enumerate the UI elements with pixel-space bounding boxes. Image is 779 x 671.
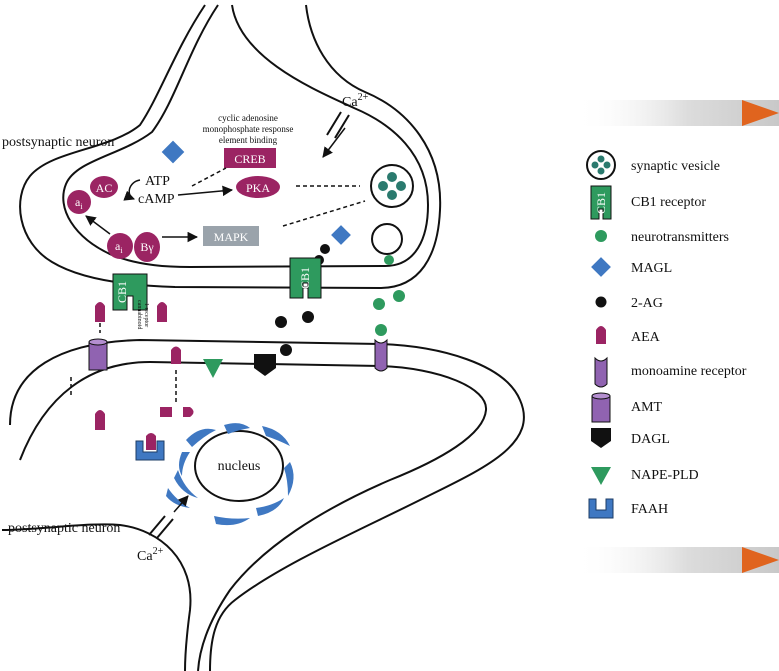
bottom-calcium-label: Ca2+ <box>137 546 164 564</box>
neurotransmitter <box>373 298 385 310</box>
neurotransmitter-release <box>384 255 394 265</box>
faah-enzyme <box>135 433 165 461</box>
magl-icon <box>161 140 185 164</box>
svg-text:CB1: CB1 <box>115 281 129 303</box>
two-ag-icon <box>595 296 607 308</box>
svg-text:CB1: CB1 <box>594 192 608 214</box>
top-calcium-label: Ca2+ <box>342 92 369 110</box>
aea-molecule <box>171 346 181 364</box>
mapk-label: MAPK <box>214 230 249 244</box>
monoamine-receptor <box>374 338 388 372</box>
creb-description-line-3: element binding <box>219 135 278 145</box>
cb1-receptor-right: CB1 <box>289 257 322 299</box>
svg-text:CB1: CB1 <box>298 267 312 289</box>
creb-label: CREB <box>234 152 265 166</box>
legend-label: DAGL <box>631 432 670 447</box>
dagl-icon <box>591 428 611 448</box>
ac-label: AC <box>96 181 113 195</box>
creb-description-line-1: cyclic adenosine <box>218 113 278 123</box>
ac-ellipse <box>90 176 118 198</box>
alpha-i-upper-label: ai <box>75 195 83 211</box>
cb1-receptor-left: CB1 <box>112 273 148 311</box>
camp-to-pka-arrow <box>177 185 234 197</box>
legend-label: FAAH <box>631 502 668 517</box>
legend-label: AMT <box>631 400 663 415</box>
alpha-i-lower <box>107 233 133 259</box>
nucleus-label: nucleus <box>218 459 261 474</box>
faah-icon <box>588 498 614 519</box>
aea-fragment <box>183 407 194 417</box>
magl-icon <box>591 257 611 277</box>
atp-label: ATP <box>145 174 170 189</box>
legend-label: AEA <box>631 330 661 345</box>
two-ag-molecule <box>302 311 314 323</box>
bottom-calcium-channel <box>148 515 174 539</box>
beta-gamma-label: Bγ <box>140 240 154 254</box>
amt-transporter <box>88 338 108 371</box>
legend-bottom-band <box>575 547 779 573</box>
neurotransmitter <box>375 324 387 336</box>
legend-label: NAPE-PLD <box>631 468 699 483</box>
monoamine-receptor-icon <box>594 356 608 388</box>
neurotransmitter <box>393 290 405 302</box>
creb-box <box>224 148 276 168</box>
aea-fragment <box>160 407 172 417</box>
magl-icon <box>331 225 351 245</box>
nucleus <box>194 430 284 502</box>
camp-label: cAMP <box>138 192 175 207</box>
aea-molecule <box>157 302 167 322</box>
presynaptic-neuron-label: postsynaptic neuron <box>2 135 114 150</box>
nape-pld-enzyme <box>203 359 223 378</box>
postsynaptic-neuron-label: postsynaptic neuron <box>8 521 120 536</box>
neurotransmitter-icon <box>595 230 607 242</box>
aea-icon <box>596 326 606 344</box>
dagl-enzyme <box>254 354 276 376</box>
cb1-left-desc-1: cannabinoid <box>136 300 142 329</box>
legend-label: monoamine receptor <box>631 364 747 379</box>
alpha-i-lower-label: ai <box>115 239 123 255</box>
legend-label: 2-AG <box>631 296 663 311</box>
pka-label: PKA <box>246 181 270 195</box>
beta-gamma-ellipse <box>134 232 160 262</box>
legend-label: MAGL <box>631 261 672 276</box>
legend-top-band <box>575 100 779 126</box>
synaptic-vesicle-icon <box>586 150 616 180</box>
cb1-receptor-icon: CB1 <box>590 185 612 220</box>
alpha-i-upper <box>67 190 91 214</box>
creb-description-line-2: monophosphate response <box>203 124 294 134</box>
nape-pld-icon <box>591 467 611 485</box>
legend-label: neurotransmitters <box>631 230 729 245</box>
legend: synaptic vesicle CB1 CB1 receptor neurot… <box>586 150 747 519</box>
legend-label: synaptic vesicle <box>631 159 720 174</box>
empty-vesicle <box>371 223 403 255</box>
two-ag-molecule <box>320 244 330 254</box>
mapk-box <box>203 226 259 246</box>
aea-molecule <box>95 410 105 430</box>
bottom-calcium-arrow <box>173 495 189 513</box>
top-calcium-channel <box>326 111 350 139</box>
legend-label: CB1 receptor <box>631 195 706 210</box>
two-ag-molecule <box>275 316 287 328</box>
pka-ellipse <box>236 176 280 198</box>
aea-molecule <box>95 302 105 322</box>
amt-icon <box>591 392 611 423</box>
atp-camp-curve-arrow <box>123 179 141 201</box>
postsynaptic-membrane <box>1 338 525 671</box>
two-ag-molecule <box>280 344 292 356</box>
alpha-to-alpha-arrow <box>85 215 111 235</box>
dashed-connectors <box>70 167 366 402</box>
top-calcium-arrow <box>322 127 346 158</box>
synaptic-vesicle <box>370 164 414 208</box>
cb1-left-desc-2: 1 receptor <box>143 303 149 327</box>
